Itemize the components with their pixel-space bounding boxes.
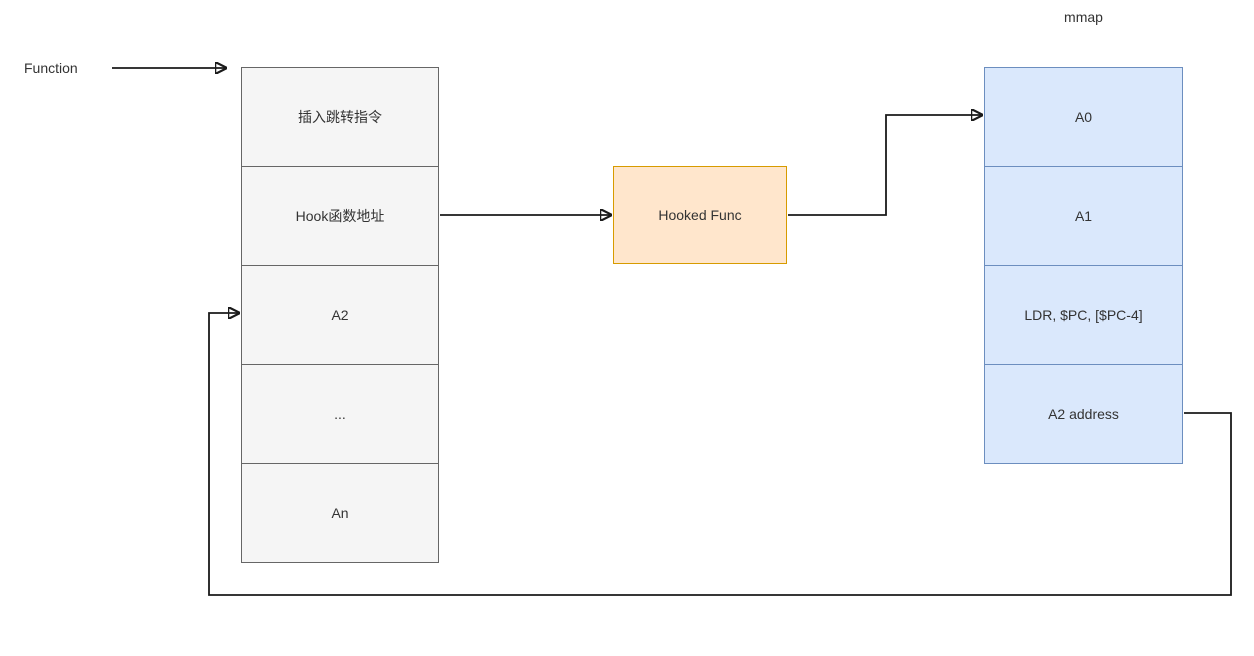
- function-cell-an: An: [241, 463, 439, 563]
- mmap-cell-a0: A0: [984, 67, 1183, 167]
- function-label: Function: [24, 60, 78, 76]
- hooked-func-label: Hooked Func: [658, 207, 742, 223]
- hooked-func-to-a0-arrow: [788, 115, 982, 216]
- mmap-cell-ldr-instruction: LDR, $PC, [$PC-4]: [984, 265, 1183, 365]
- mmap-label: mmap: [1064, 9, 1103, 25]
- function-cell-insert-jump: 插入跳转指令: [241, 67, 439, 167]
- function-cell-a2: A2: [241, 265, 439, 365]
- function-cell-ellipsis: ...: [241, 364, 439, 464]
- mmap-cell-a1: A1: [984, 166, 1183, 266]
- function-memory-table: 插入跳转指令 Hook函数地址 A2 ... An: [241, 67, 439, 563]
- hooked-func-box: Hooked Func: [613, 166, 787, 264]
- function-cell-hook-address: Hook函数地址: [241, 166, 439, 266]
- mmap-memory-table: A0 A1 LDR, $PC, [$PC-4] A2 address: [984, 67, 1183, 464]
- mmap-cell-a2-address: A2 address: [984, 364, 1183, 464]
